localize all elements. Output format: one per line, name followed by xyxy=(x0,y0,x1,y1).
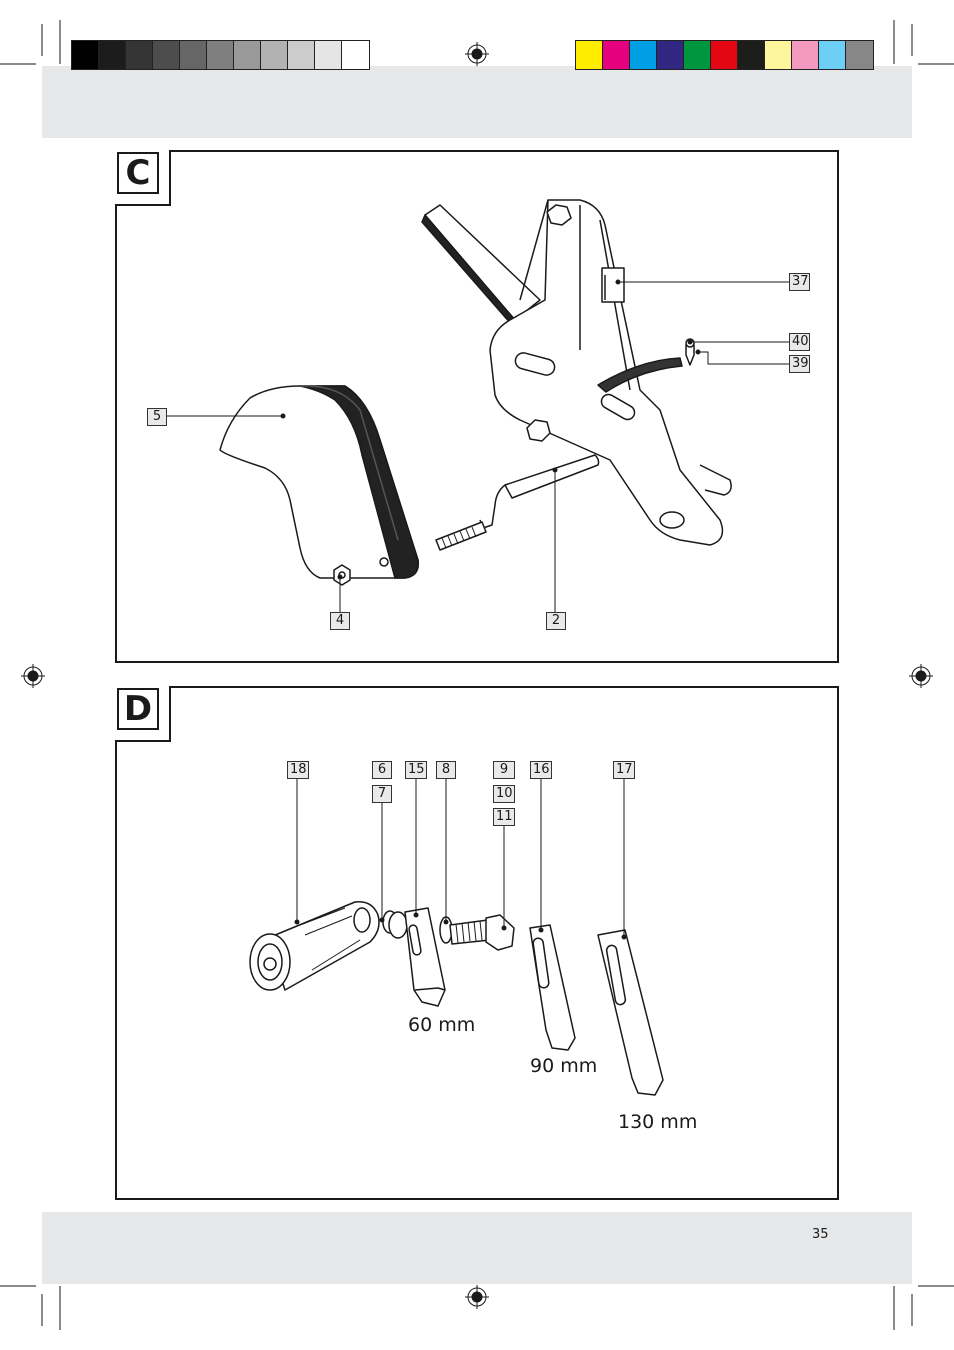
color-control-strip xyxy=(575,40,874,70)
figure-c-panel: C xyxy=(115,150,839,663)
part-label-37: 37 xyxy=(789,273,810,291)
figure-c-tab: C xyxy=(115,150,171,206)
page-number: 35 xyxy=(812,1227,829,1242)
part-label-10: 10 xyxy=(493,785,515,803)
gray-swatch-7 xyxy=(234,41,261,69)
hex-socket-mid xyxy=(526,419,551,442)
part-label-8: 8 xyxy=(436,761,456,779)
part-label-7: 7 xyxy=(372,785,392,803)
tensioner-bracket xyxy=(601,267,625,303)
part-label-2: 2 xyxy=(546,612,566,630)
color-swatch-10 xyxy=(819,41,846,69)
part-label-9: 9 xyxy=(493,761,515,779)
color-swatch-3 xyxy=(630,41,657,69)
part-label-17: 17 xyxy=(613,761,635,779)
figure-d-tab: D xyxy=(115,686,171,742)
header-band xyxy=(42,66,912,138)
color-swatch-4 xyxy=(657,41,684,69)
main-frame xyxy=(489,199,724,546)
bottom-roller xyxy=(659,511,685,529)
gray-swatch-3 xyxy=(126,41,153,69)
part-label-6: 6 xyxy=(372,761,392,779)
color-swatch-11 xyxy=(846,41,873,69)
dimension-60mm: 60 mm xyxy=(408,1014,476,1036)
part-label-4: 4 xyxy=(330,612,350,630)
footer-band xyxy=(42,1212,912,1284)
color-swatch-5 xyxy=(684,41,711,69)
gray-swatch-2 xyxy=(99,41,126,69)
bolt-nut xyxy=(485,914,515,951)
gray-swatch-8 xyxy=(261,41,288,69)
part-label-15: 15 xyxy=(405,761,427,779)
color-swatch-7 xyxy=(738,41,765,69)
part-label-40: 40 xyxy=(789,333,810,351)
gray-swatch-10 xyxy=(315,41,342,69)
part-label-5: 5 xyxy=(147,408,167,426)
color-swatch-1 xyxy=(576,41,603,69)
part-label-18: 18 xyxy=(287,761,309,779)
figure-d-letter: D xyxy=(117,688,159,730)
threaded-bolt xyxy=(435,521,487,551)
clamp-rod xyxy=(504,454,600,499)
gray-swatch-4 xyxy=(153,41,180,69)
figure-c-letter: C xyxy=(117,152,159,194)
gray-swatch-11 xyxy=(342,41,369,69)
gray-scale-strip xyxy=(71,40,370,70)
frame-slot-1 xyxy=(514,352,556,376)
registration-mark-right xyxy=(909,664,933,688)
part-label-39: 39 xyxy=(789,355,810,373)
handle-grip xyxy=(267,901,380,991)
dimension-130mm: 130 mm xyxy=(618,1111,698,1133)
part-label-16: 16 xyxy=(530,761,552,779)
color-swatch-9 xyxy=(792,41,819,69)
frame-slot-2 xyxy=(600,393,636,421)
belt-cover-edge xyxy=(299,385,419,579)
registration-mark-left xyxy=(21,664,45,688)
bracket-60mm xyxy=(404,907,446,1007)
registration-mark-bottom xyxy=(465,1285,489,1309)
figure-d-panel: D xyxy=(115,686,839,1200)
color-swatch-2 xyxy=(603,41,630,69)
color-swatch-8 xyxy=(765,41,792,69)
part-label-11: 11 xyxy=(493,808,515,826)
gray-swatch-5 xyxy=(180,41,207,69)
gray-swatch-6 xyxy=(207,41,234,69)
color-swatch-6 xyxy=(711,41,738,69)
gray-swatch-9 xyxy=(288,41,315,69)
gray-swatch-1 xyxy=(72,41,99,69)
registration-mark-top xyxy=(465,42,489,66)
dimension-90mm: 90 mm xyxy=(530,1055,598,1077)
belt-strap xyxy=(597,357,683,393)
hex-socket-top xyxy=(546,204,572,226)
